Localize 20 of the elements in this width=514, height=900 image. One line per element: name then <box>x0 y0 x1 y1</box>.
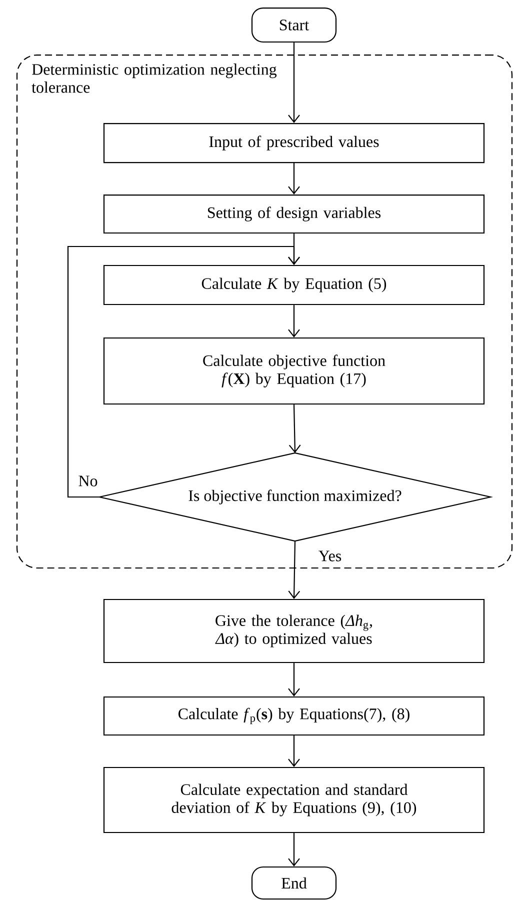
arrow <box>288 404 301 453</box>
edge-label: Yes <box>317 550 343 562</box>
process-box: Setting of design variables <box>103 194 485 234</box>
arrow <box>288 736 300 767</box>
process-box: Calculate f$_{p}$(s) by Equations(7), (8) <box>103 696 485 736</box>
process-box: Calculate objective function f(X) by Equation (17) <box>103 337 485 405</box>
arrow <box>67 246 300 498</box>
terminal-box: Start <box>251 7 337 43</box>
edge-label: No <box>77 474 99 488</box>
arrow <box>288 305 300 338</box>
process-box: Calculate K by Equation (5) <box>103 264 485 306</box>
arrow <box>288 833 300 866</box>
terminal-box: End <box>251 866 337 900</box>
arrow <box>288 42 300 123</box>
arrow <box>288 163 300 194</box>
arrow <box>288 663 300 696</box>
process-box: Give the tolerance (Δh$_{g}$, Δα) to optimized values <box>103 598 485 664</box>
process-box: Input of prescribed values <box>103 122 485 164</box>
process-box: Calculate expectation and standard deviation of K by Equations (9), (10) <box>103 766 485 834</box>
arrow <box>288 541 300 599</box>
